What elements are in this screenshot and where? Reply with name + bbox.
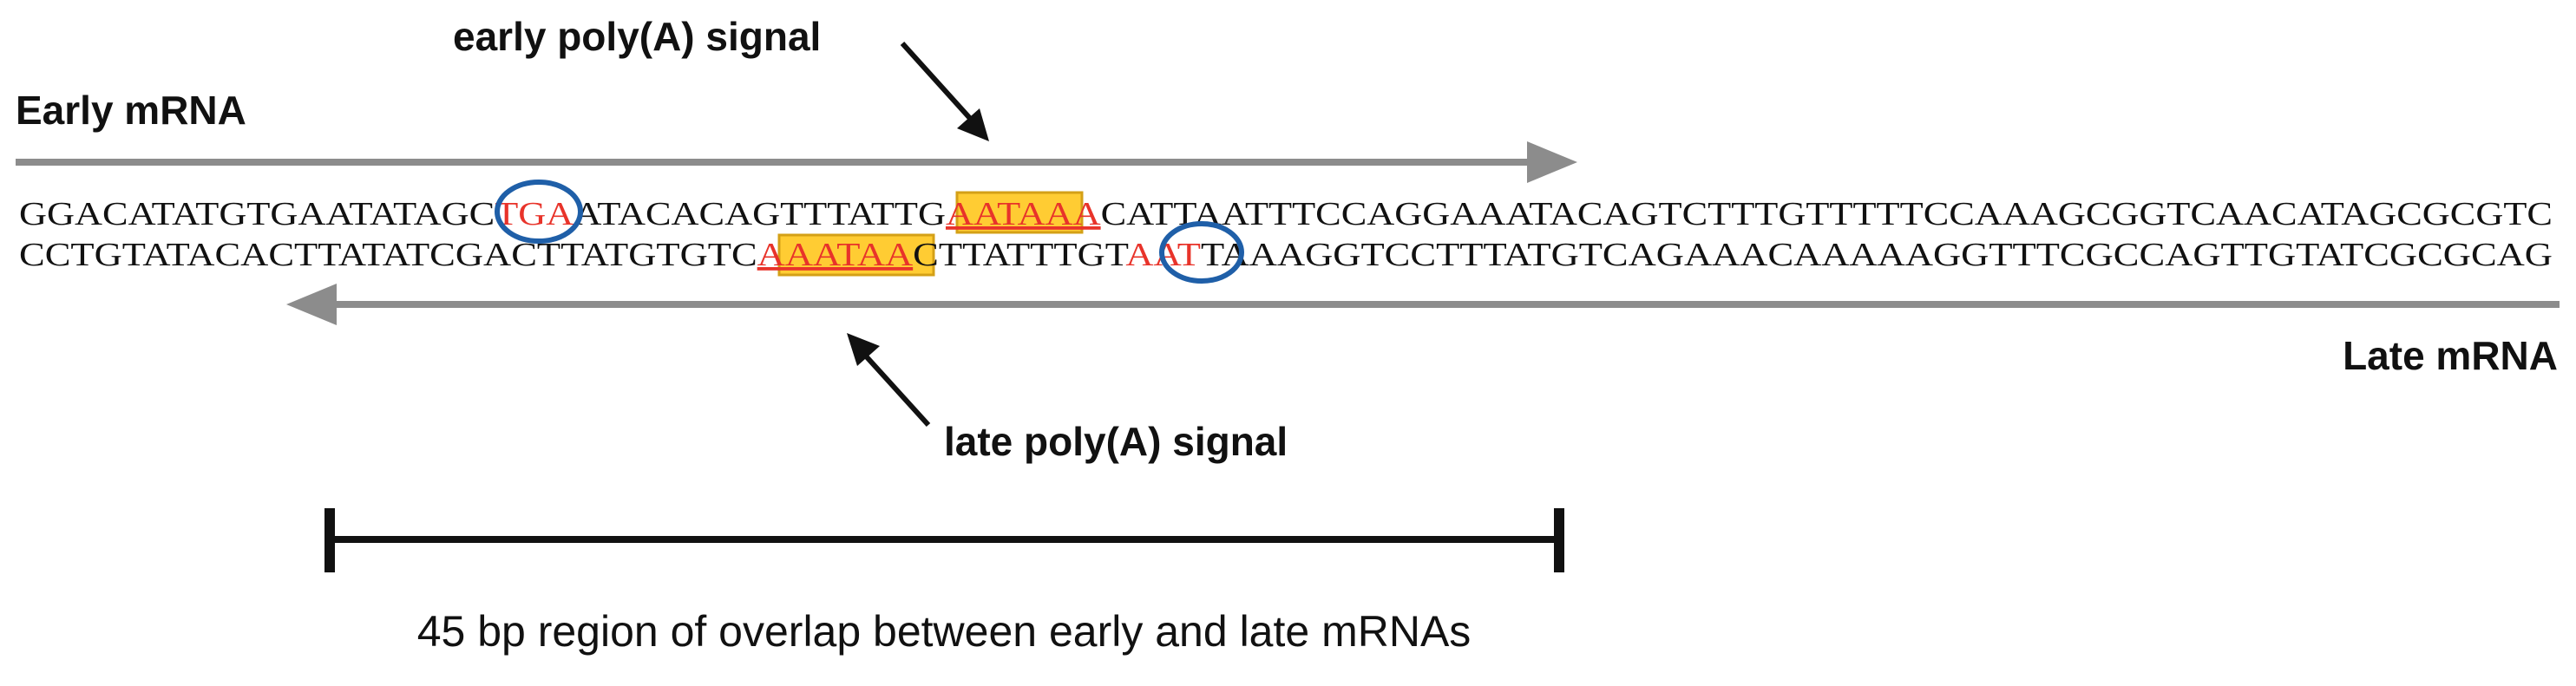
arrow-down-right-icon	[900, 41, 989, 141]
top-seq-middle: ATACACAGTTTATTG	[574, 196, 946, 232]
late-polyA-signal-label: late poly(A) signal	[944, 419, 1288, 464]
top-stop-codon: TGA	[495, 196, 574, 232]
early-mrna-label: Early mRNA	[16, 88, 246, 133]
late-signal-highlight	[777, 233, 935, 277]
bottom-seq-before: CCTGTATACACTTATATCGACTTATGTGTC	[19, 237, 757, 273]
top-seq-after: CATTAATTTCCAGGAAATACAGTCTTTGTTTTTCCAAAGC…	[1101, 196, 2553, 232]
overlap-region-bracket	[324, 508, 1564, 572]
early-polyA-sequence: AATAAA	[946, 196, 1101, 232]
overlap-region-caption: 45 bp region of overlap between early an…	[417, 607, 1472, 656]
circle-outline-icon	[495, 180, 583, 244]
arrow-right-icon	[16, 141, 1577, 183]
circle-outline-icon	[1159, 221, 1244, 284]
bottom-seq-after: TAAAGGTCCTTTATGTCAGAAACAAAAAGGTTTCGCCAGT…	[1201, 237, 2553, 273]
bottom-seq-middle: CTTATTTGT	[913, 237, 1129, 273]
early-polyA-signal-label: early poly(A) signal	[453, 14, 821, 59]
top-seq-before: GGACATATGTGAATATAGC	[19, 196, 495, 232]
late-polyA-sequence: AAATAA	[757, 237, 914, 273]
arrow-left-icon	[286, 284, 2560, 325]
late-mrna-label: Late mRNA	[2343, 333, 2558, 378]
arrow-up-left-icon	[847, 333, 931, 428]
early-signal-highlight	[955, 191, 1084, 234]
